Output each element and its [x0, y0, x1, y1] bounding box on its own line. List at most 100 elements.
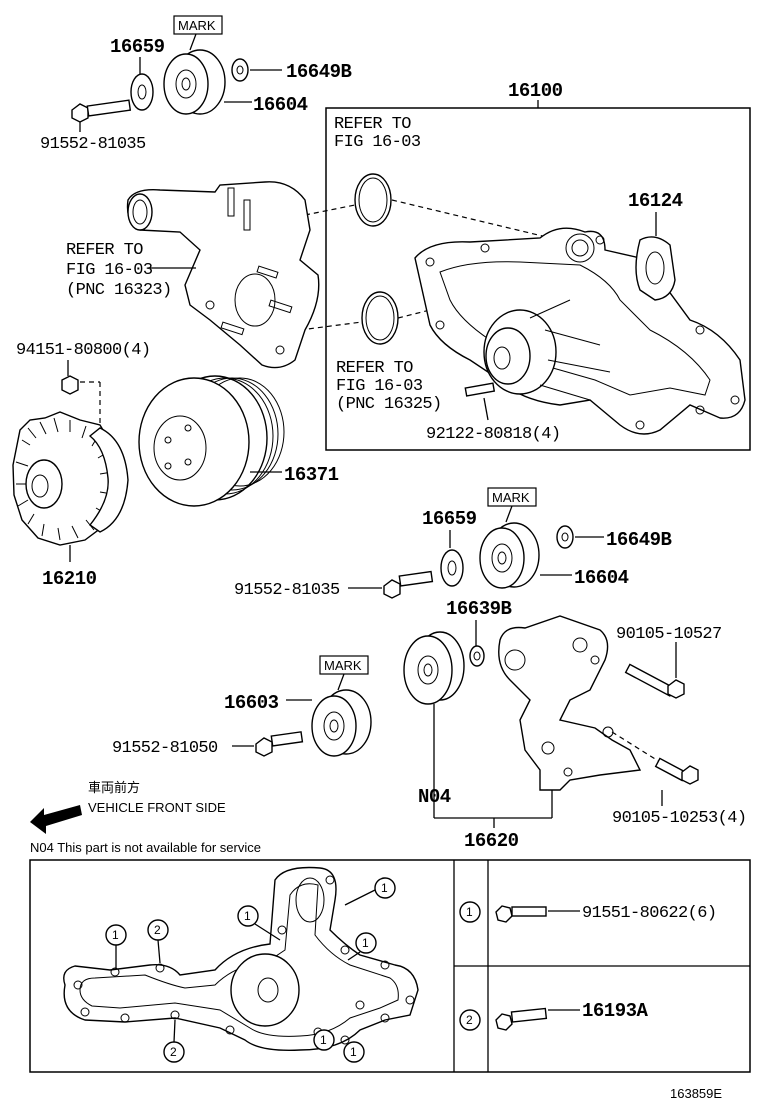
nut-94151 — [61, 375, 79, 395]
idler-hub — [175, 69, 197, 99]
pulley-hub — [153, 415, 207, 481]
mark-label-low: MARK — [324, 658, 362, 673]
label-90105-10253: 90105-10253(4) — [612, 809, 746, 828]
bolt-91552-81035-top — [71, 99, 132, 123]
gasket-16124 — [635, 236, 676, 301]
lower-idler-group: MARK 16603 91552-81050 — [112, 655, 372, 758]
svg-text:1: 1 — [381, 881, 388, 895]
label-16210: 16210 — [42, 568, 97, 590]
label-16649B-mid: 16649B — [606, 529, 672, 551]
leader — [505, 505, 513, 523]
o-ring-upper-inner — [358, 177, 388, 223]
label-16193A: 16193A — [582, 1000, 649, 1022]
alignment-line — [611, 731, 661, 763]
callout-1-f: 1 — [343, 1041, 365, 1063]
label-91552-81050: 91552-81050 — [112, 739, 218, 758]
svg-text:2: 2 — [154, 923, 161, 937]
callout-1-b: 1 — [237, 905, 281, 941]
callout-1-c: 1 — [347, 932, 377, 961]
alignment-line — [304, 204, 356, 216]
washer-16639B — [469, 645, 485, 667]
mark-box-top — [173, 15, 223, 35]
callout-2-b: 2 — [163, 1019, 185, 1063]
callout-1-a: 1 — [344, 877, 396, 906]
label-16604-mid: 16604 — [574, 567, 629, 589]
bolt-90105-10527 — [624, 663, 685, 699]
refer-top-line2: FIG 16-03 — [334, 133, 421, 152]
washer-16649B-top — [231, 58, 249, 82]
label-16604-top: 16604 — [253, 94, 308, 116]
pump-port — [565, 233, 595, 263]
top-idler-group: 16659 MARK 16649B 16604 91552-81035 — [40, 15, 352, 154]
vehicle-front-jp: 車両前方 — [88, 780, 140, 795]
fan-clutch-bore — [31, 474, 49, 498]
label-16649B-top: 16649B — [286, 61, 352, 83]
label-94151: 94151-80800(4) — [16, 341, 150, 360]
mark-label-mid: MARK — [492, 490, 530, 505]
tensioner-group: 16639B 90105-10527 90105-10253(4) — [403, 598, 747, 852]
gasket-detail-box: 1 1 1 1 2 2 1 — [29, 859, 751, 1073]
washer-hole — [236, 65, 244, 75]
callout-2-a: 2 — [147, 919, 169, 964]
label-16639B: 16639B — [446, 598, 512, 620]
label-n04: N04 — [418, 786, 451, 808]
label-16603: 16603 — [224, 692, 279, 714]
bolt-91552-81050 — [255, 731, 304, 757]
refer-mid-line2: FIG 16-03 — [336, 377, 423, 396]
leader — [483, 397, 489, 421]
fan-clutch-group: 94151-80800(4) 16210 16371 — [12, 341, 339, 590]
label-91552-81035-top: 91552-81035 — [40, 135, 146, 154]
refer-mid-line3: (PNC 16325) — [336, 395, 442, 414]
gasket-hole — [645, 251, 665, 285]
svg-text:2: 2 — [170, 1045, 177, 1059]
left-arrow-icon — [30, 805, 82, 834]
callout-1-d: 1 — [105, 924, 127, 968]
idler-pulley-face — [163, 53, 209, 115]
washer-16659-mid — [440, 549, 464, 587]
pump-port-inner — [571, 239, 589, 257]
detail-port — [295, 877, 325, 923]
idler-bore — [181, 77, 191, 91]
refer-left-line3: (PNC 16323) — [66, 281, 172, 300]
o-ring-lower-inner — [365, 295, 395, 341]
tensioner-pulley — [403, 635, 453, 705]
legend-row-1: 1 91551-80622(6) — [459, 901, 717, 923]
svg-text:1: 1 — [362, 936, 369, 950]
housing-outlet — [234, 273, 276, 327]
idler-pulley-16603 — [311, 695, 357, 757]
o-ring-lower — [361, 291, 399, 345]
label-16100: 16100 — [508, 80, 563, 102]
vehicle-front-indicator: 車両前方 VEHICLE FRONT SIDE — [30, 780, 226, 834]
label-16659-mid: 16659 — [422, 508, 477, 530]
label-16659-top: 16659 — [110, 36, 165, 58]
pump-hub-bore — [493, 346, 511, 370]
mid-idler-group: 16659 MARK 16649B 16604 91552-81035 — [234, 487, 672, 600]
idler-pulley-16604-mid — [479, 527, 525, 589]
svg-text:1: 1 — [244, 909, 251, 923]
housing-stud — [243, 199, 251, 231]
water-inlet-housing: REFER TO FIG 16-03 (PNC 16323) — [66, 181, 320, 369]
refer-mid-line1: REFER TO — [336, 359, 413, 378]
alignment-line — [299, 321, 363, 331]
bolt-90105-10253 — [654, 757, 699, 785]
inlet-pipe-end — [127, 193, 153, 231]
detail-gasket-inner — [79, 883, 399, 1037]
mark-label-top: MARK — [178, 18, 216, 33]
n04-note: N04 This part is not available for servi… — [30, 840, 261, 855]
svg-text:1: 1 — [320, 1033, 327, 1047]
washer-16649B-mid — [556, 525, 574, 549]
water-pump-box: 16100 REFER TO FIG 16-03 REFER TO FIG 16… — [299, 80, 751, 451]
svg-text:1: 1 — [350, 1045, 357, 1059]
legend-row-2: 2 16193A — [459, 1000, 649, 1031]
leader — [337, 673, 345, 691]
refer-left-line1: REFER TO — [66, 241, 143, 260]
water-pump-body — [414, 227, 746, 435]
label-16620: 16620 — [464, 830, 519, 852]
washer-hole — [137, 84, 147, 100]
label-90105-10527: 90105-10527 — [616, 625, 722, 644]
detail-pump-flange — [230, 953, 300, 1027]
housing-stud — [227, 187, 235, 217]
pump-vanes — [529, 299, 611, 401]
